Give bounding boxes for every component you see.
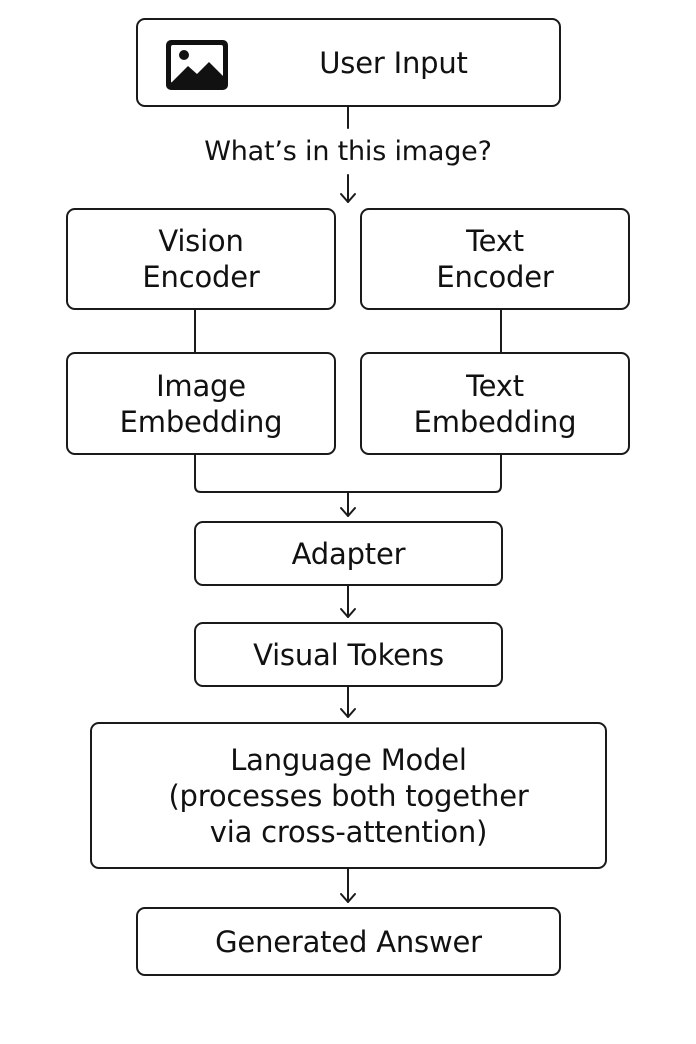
image-embedding-node: Image Embedding — [66, 352, 336, 455]
arrowhead-adapter-to-visual-tokens — [340, 608, 356, 618]
language-model-node: Language Model (processes both together … — [90, 722, 607, 869]
visual-tokens-node: Visual Tokens — [194, 622, 503, 687]
text-encoder-label: Text Encoder — [436, 224, 554, 294]
connector-embeddings-merge — [194, 454, 502, 493]
text-embedding-node: Text Embedding — [360, 352, 630, 455]
arrowhead-language-model-to-answer — [340, 893, 356, 903]
adapter-label: Adapter — [291, 536, 406, 571]
text-encoder-node: Text Encoder — [360, 208, 630, 310]
generated-answer-label: Generated Answer — [215, 924, 482, 959]
image-embedding-label: Image Embedding — [119, 368, 283, 439]
user-input-node: User Input — [136, 18, 561, 107]
vision-encoder-label: Vision Encoder — [142, 224, 260, 294]
user-input-label: User Input — [319, 45, 468, 80]
arrowhead-visual-tokens-to-language-model — [340, 708, 356, 718]
language-model-label: Language Model (processes both together … — [168, 742, 529, 849]
arrowhead-query-to-encoders — [340, 193, 356, 203]
visual-tokens-label: Visual Tokens — [253, 637, 444, 672]
arrowhead-merge-to-adapter — [340, 507, 356, 517]
image-icon — [166, 40, 228, 90]
vision-encoder-node: Vision Encoder — [66, 208, 336, 310]
adapter-node: Adapter — [194, 521, 503, 586]
generated-answer-node: Generated Answer — [136, 907, 561, 976]
query-label: What’s in this image? — [204, 136, 492, 167]
text-embedding-label: Text Embedding — [413, 368, 577, 439]
